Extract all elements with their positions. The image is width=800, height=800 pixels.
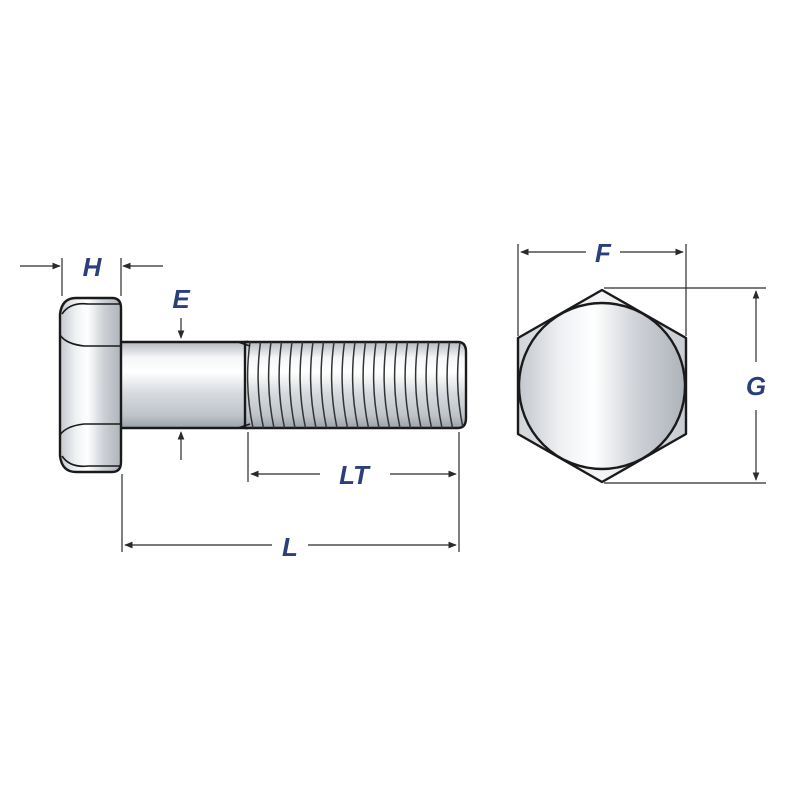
thread-line — [404, 342, 412, 428]
label-l: L — [282, 532, 298, 562]
thread-line — [383, 342, 391, 428]
label-lt: LT — [339, 460, 371, 490]
thread-line — [320, 342, 328, 428]
thread-line — [456, 342, 464, 428]
dimension-f: F — [517, 238, 687, 336]
head-facet-lower — [59, 423, 121, 436]
dimension-h: H — [20, 252, 163, 296]
thread-line — [435, 342, 443, 428]
bearing-face-circle — [517, 301, 687, 471]
thread-line — [278, 342, 286, 428]
thread-line — [414, 342, 422, 428]
label-g: G — [746, 371, 766, 401]
bolt-hex-head — [58, 296, 123, 474]
dimension-e: E — [172, 284, 190, 460]
thread-line — [393, 342, 401, 428]
bolt-shank — [116, 340, 250, 430]
dimension-l: L — [121, 474, 457, 562]
head-facet-top — [61, 302, 121, 315]
thread-line — [446, 342, 454, 428]
thread-runout — [237, 341, 251, 429]
thread-line — [288, 342, 296, 428]
thread-line — [330, 342, 338, 428]
dimension-g: G — [604, 287, 766, 484]
thread-line — [246, 342, 254, 428]
thread-line — [257, 342, 265, 428]
thread-line — [309, 342, 317, 428]
thread-line — [267, 342, 275, 428]
thread-line — [351, 342, 359, 428]
head-facet-bottom — [61, 455, 121, 468]
thread-line — [341, 342, 349, 428]
label-h: H — [83, 252, 103, 282]
thread-lines — [246, 342, 464, 428]
thread-line — [425, 342, 433, 428]
thread-line — [299, 342, 307, 428]
dimension-lt: LT — [247, 432, 460, 552]
label-f: F — [595, 238, 612, 268]
thread-line — [372, 342, 380, 428]
bolt-end-view — [516, 288, 688, 484]
head-facet-upper — [59, 334, 121, 347]
label-e: E — [172, 284, 190, 314]
thread-line — [362, 342, 370, 428]
bolt-side-view — [58, 296, 468, 474]
